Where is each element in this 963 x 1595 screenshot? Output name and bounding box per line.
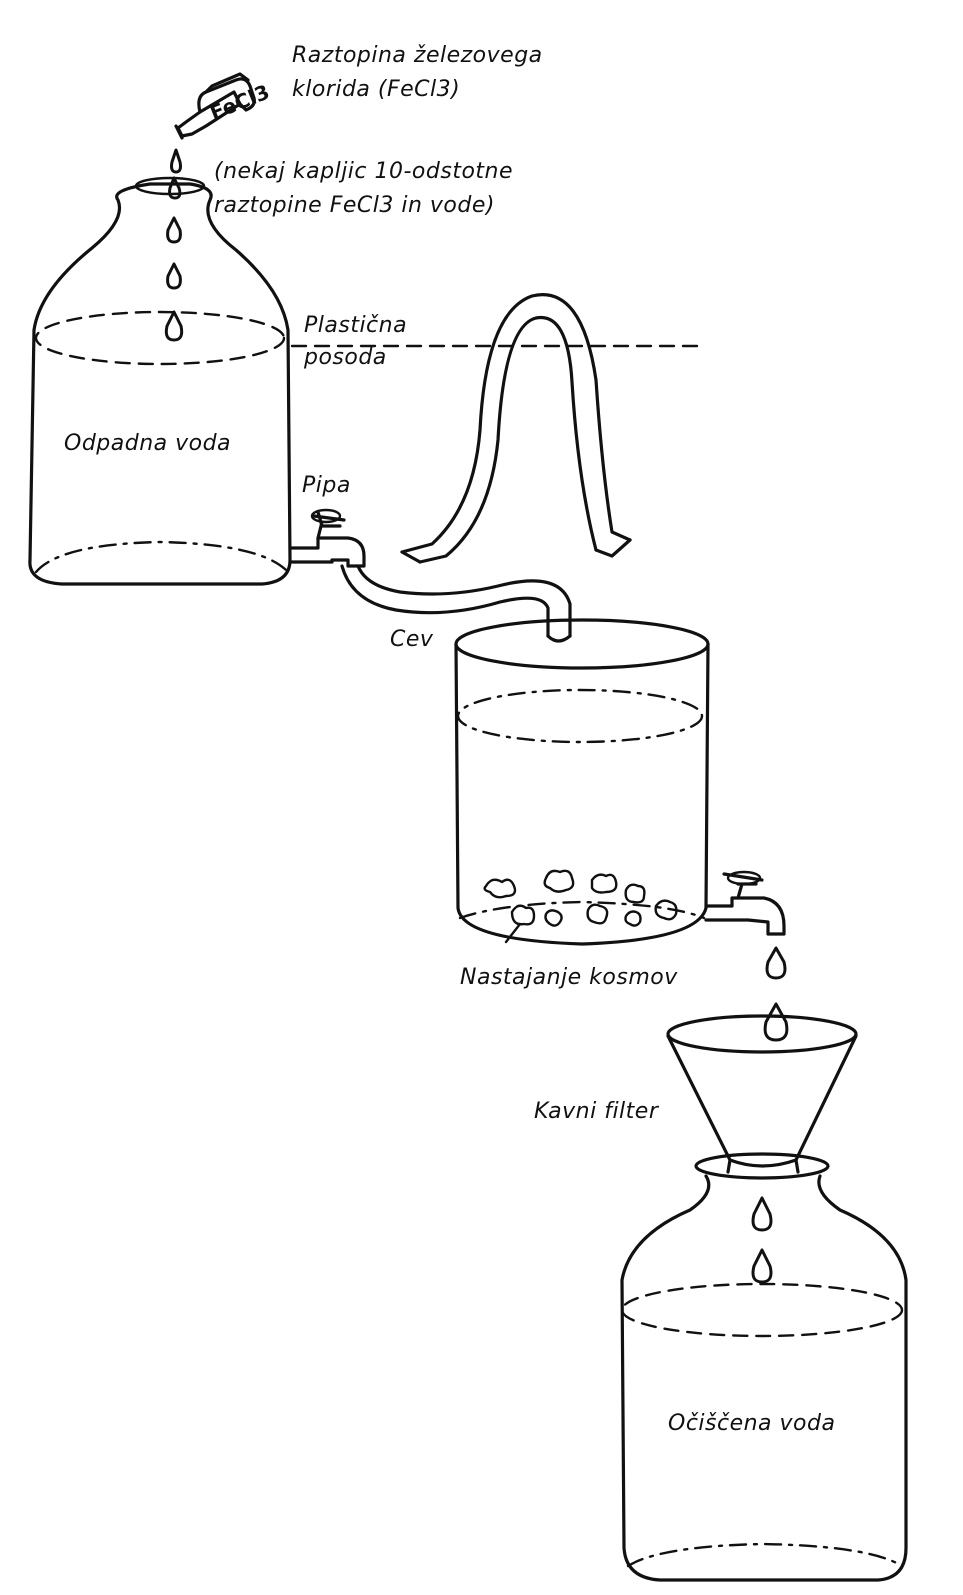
waste-water-label: Odpadna voda bbox=[64, 431, 231, 456]
clean-water-container bbox=[620, 1152, 908, 1582]
plastic-container-label-line1: Plastična bbox=[304, 313, 407, 338]
drop-icon bbox=[166, 262, 182, 290]
drop-icon bbox=[170, 148, 182, 174]
fecl3-solution-label-line1: Raztopina železovega bbox=[292, 43, 543, 68]
drop-icon bbox=[763, 1002, 789, 1042]
fecl3-bottle-icon: FeCl3 bbox=[174, 72, 273, 140]
drops-note-line1: (nekaj kapljic 10-odstotne bbox=[214, 159, 513, 184]
drop-icon bbox=[751, 1196, 773, 1232]
hose bbox=[340, 564, 572, 643]
drops-note-line2: raztopine FeCl3 in vode) bbox=[214, 193, 495, 218]
drop-icon bbox=[164, 310, 184, 342]
waste-water-container bbox=[28, 176, 292, 586]
coffee-filter-funnel bbox=[666, 1014, 858, 1174]
siphon-hose bbox=[400, 293, 632, 564]
floc-container bbox=[454, 618, 710, 946]
tap-label: Pipa bbox=[302, 473, 351, 498]
tap-icon bbox=[704, 870, 786, 936]
floc-formation-label: Nastajanje kosmov bbox=[460, 965, 678, 990]
clean-water-label: Očiščena voda bbox=[668, 1411, 835, 1436]
plastic-container-label-line2: posoda bbox=[303, 345, 387, 370]
floc-particles bbox=[483, 869, 678, 944]
drop-icon bbox=[166, 216, 182, 244]
fecl3-solution-label-line2: klorida (FeCl3) bbox=[292, 77, 460, 102]
coffee-filter-label: Kavni filter bbox=[534, 1099, 660, 1124]
drop-icon bbox=[751, 1248, 773, 1284]
drop-icon bbox=[765, 946, 787, 980]
hose-label: Cev bbox=[390, 627, 434, 652]
tap-icon bbox=[288, 508, 366, 568]
